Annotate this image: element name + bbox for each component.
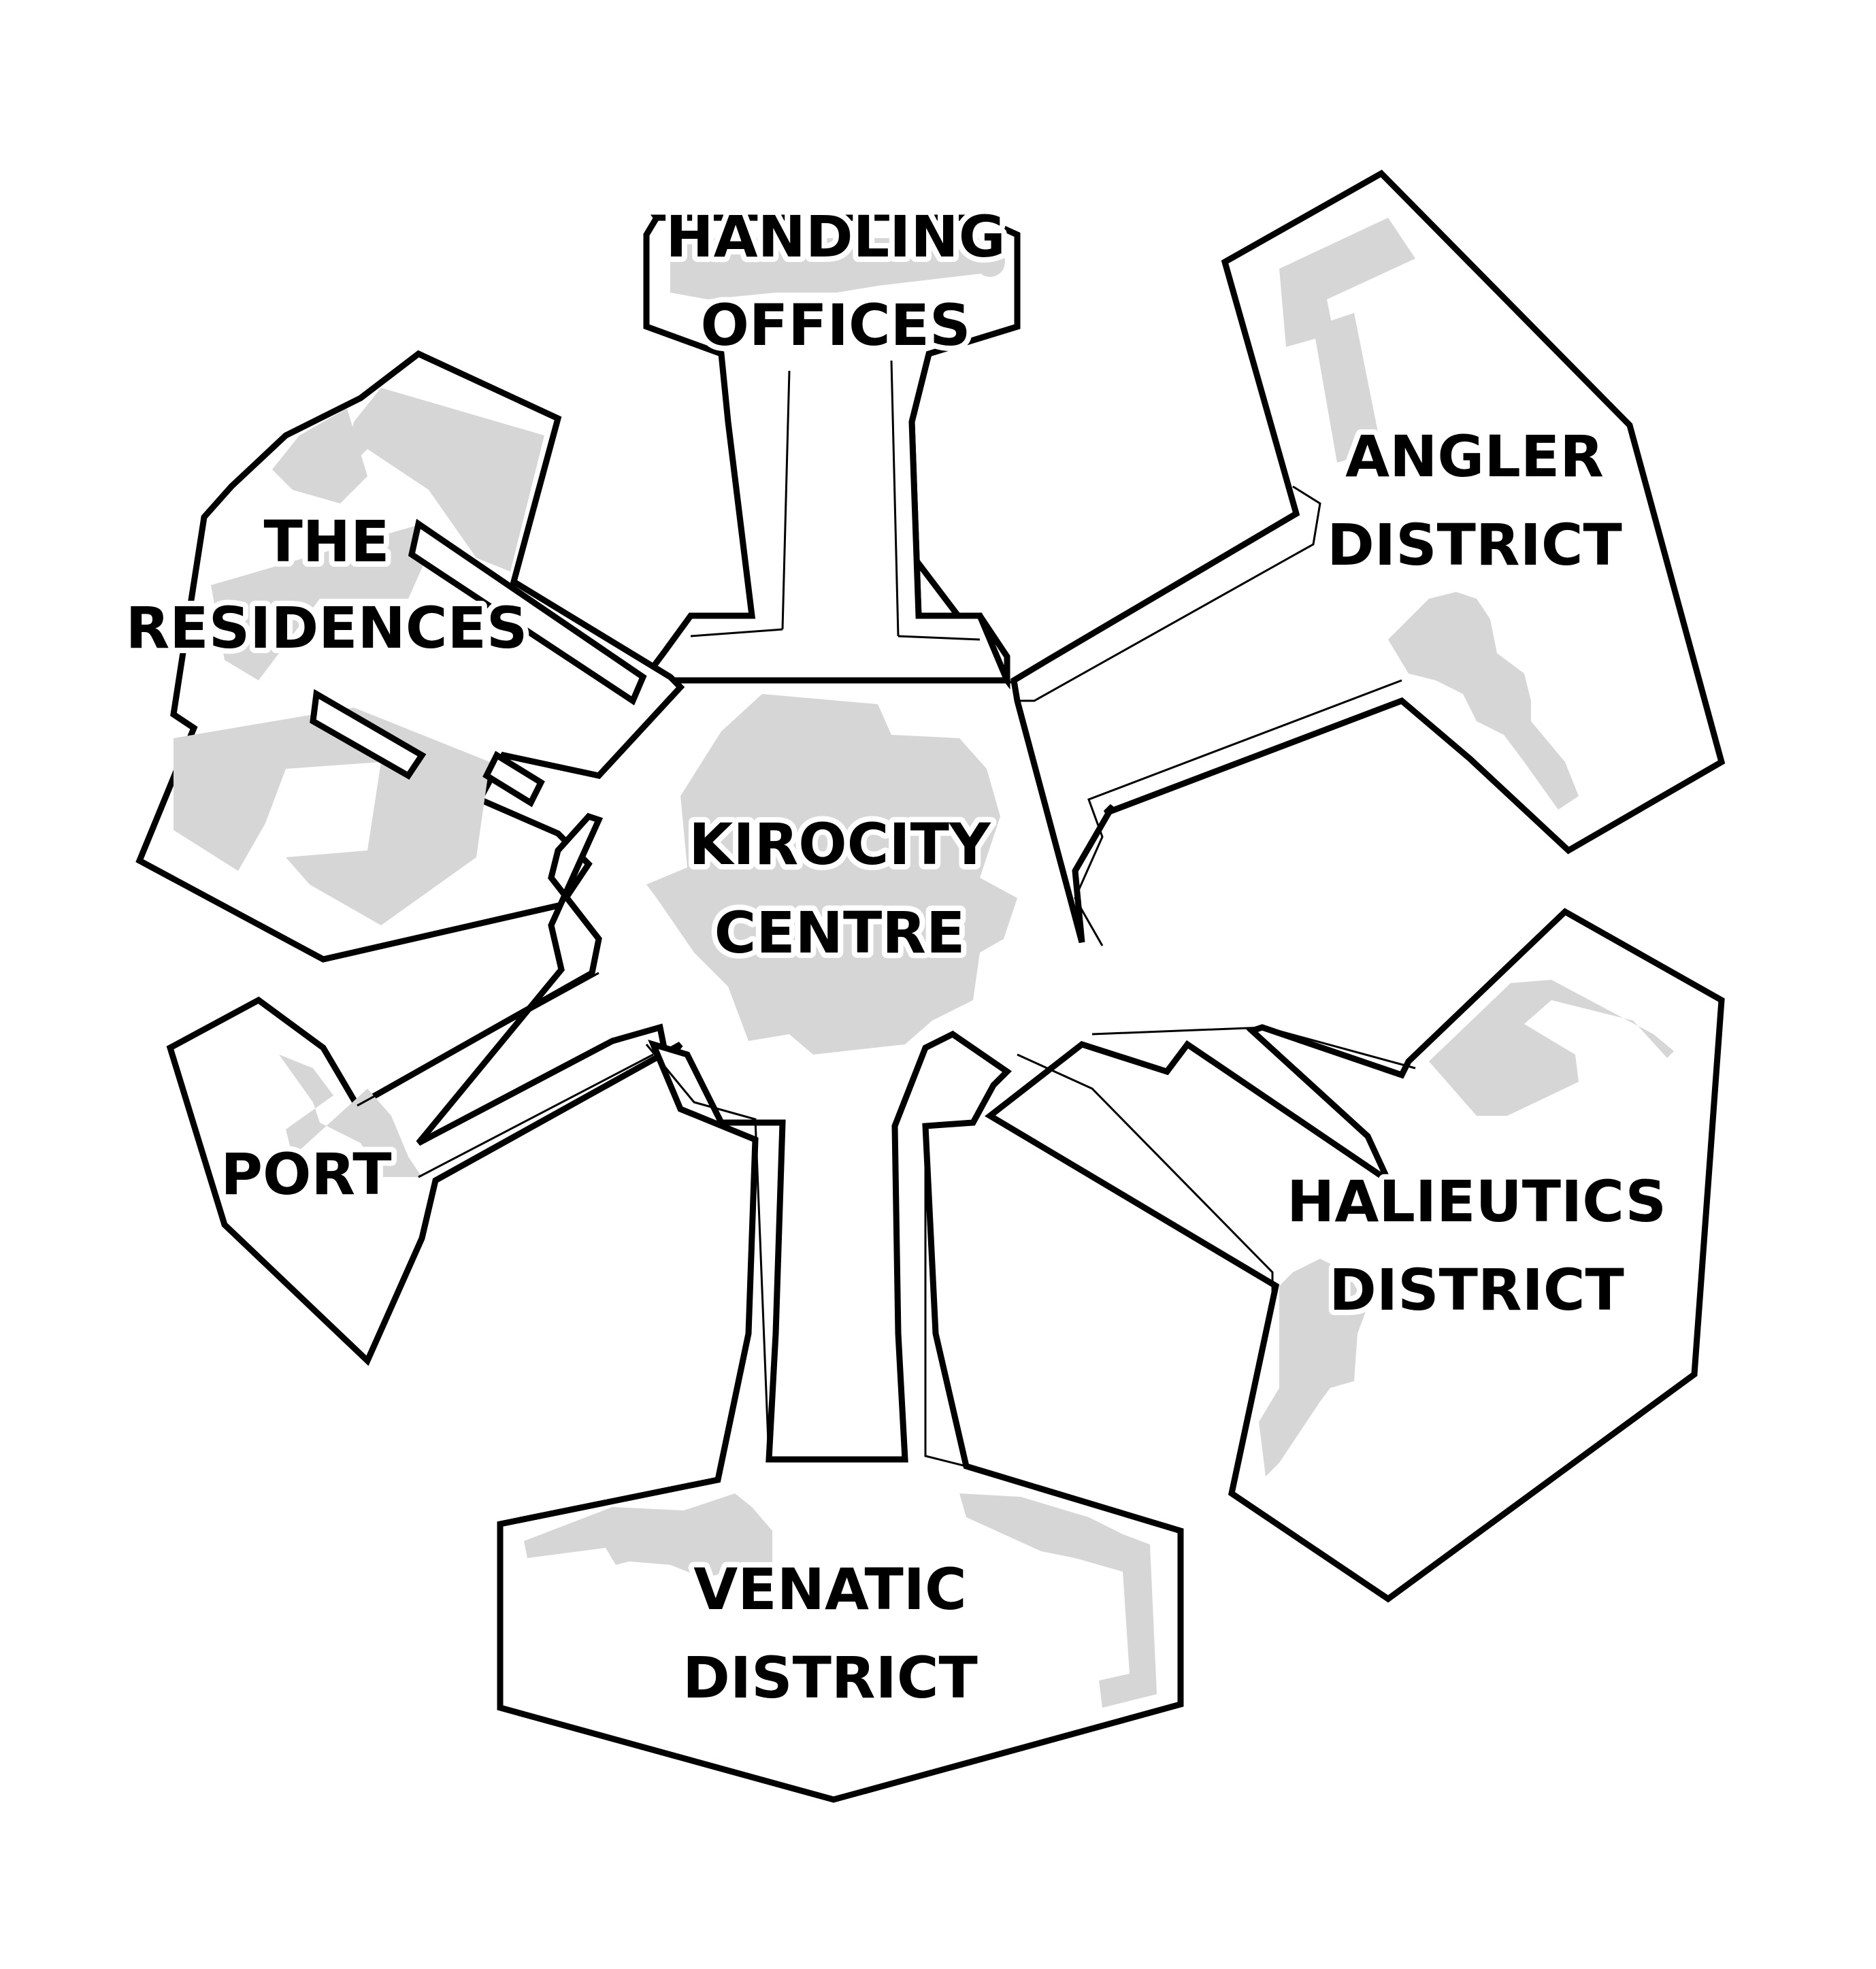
- label-handling-line-1: HANDLING: [665, 203, 1005, 270]
- label-angler-line-1: ANGLER: [1345, 423, 1604, 490]
- port-district[interactable]: [166, 812, 683, 1366]
- label-residences-line-1: THE: [264, 508, 390, 575]
- label-angler-line-2: DISTRICT: [1327, 512, 1622, 578]
- label-residences-line-2: RESIDENCES: [126, 595, 528, 661]
- label-halieutics-line-2: DISTRICT: [1329, 1257, 1624, 1323]
- label-centre-line-2: CENTRE: [714, 899, 966, 966]
- label-venatic-line-2: DISTRICT: [682, 1644, 978, 1711]
- angler-district[interactable]: [1010, 169, 1726, 946]
- venatic-district[interactable]: [497, 1030, 1184, 1803]
- label-handling-line-2: OFFICES: [701, 292, 971, 359]
- kirocity-centre[interactable]: [646, 694, 1017, 1055]
- the-residences-district[interactable]: [135, 350, 685, 963]
- label-venatic-line-1: VENATIC: [693, 1556, 966, 1623]
- label-port-line-1: PORT: [220, 1141, 391, 1208]
- handling-offices-district[interactable]: [637, 214, 1021, 690]
- label-halieutics-line-1: HALIEUTICS: [1287, 1168, 1666, 1235]
- label-centre-line-1: KIROCITY: [689, 811, 991, 878]
- halieutics-district[interactable]: [985, 908, 1725, 1603]
